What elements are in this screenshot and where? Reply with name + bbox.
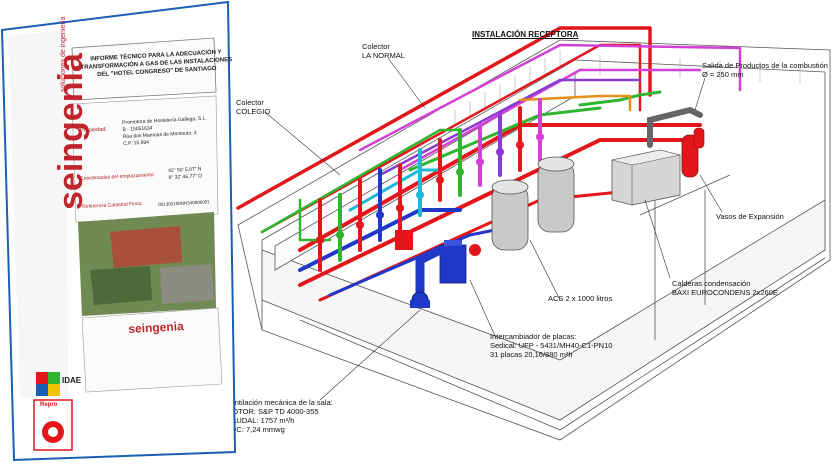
report-cover: seingenia soluciones de ingeniería INFOR…: [0, 0, 240, 464]
label-line: Ø = 250 mm: [702, 70, 744, 79]
repro-text: Repro: [40, 402, 58, 408]
label-line: Ventilación mecánica de la sala:: [226, 398, 333, 407]
cover-page: [0, 0, 237, 462]
pipe-magenta: [358, 43, 742, 152]
photo-roof: [110, 226, 182, 268]
manifold-drops: [318, 98, 542, 272]
label-colector-colegio: Colector COLEGIO: [236, 98, 270, 116]
propiedad-value: Promotora de Hostelería Gallega, S.L. B …: [122, 116, 208, 148]
repro-mark-inner: [48, 427, 58, 437]
label-salida-productos: Salida de Productos de la combustión Ø =…: [702, 61, 828, 79]
label-colector-normal: Colector LA NORMAL: [362, 42, 405, 60]
idae-text: IDAE: [62, 376, 82, 385]
cover-brand-small: seingenia: [128, 319, 185, 336]
valves: [316, 133, 544, 256]
label-intercambiador: Intercambiador de placas: Sedical: UFP -…: [490, 332, 612, 359]
title-box: [71, 37, 217, 101]
label-line: CAUDAL: 1757 m³/h: [226, 416, 295, 425]
flue-pipe: [647, 106, 703, 148]
cover-brand-sub: soluciones de ingeniería: [60, 16, 67, 93]
idae-logo-part: [48, 384, 60, 396]
diagram-title: INSTALACIÓN RECEPTORA: [472, 30, 579, 39]
label-line: Colector: [236, 98, 264, 107]
label-line: 31 placas 20,16/880 m²h: [490, 350, 573, 359]
label-line: COLEGIO: [236, 107, 271, 116]
label-line: Salida de Productos de la combustión: [702, 61, 828, 70]
label-line: MOTOR: S&P TD 4000-355: [226, 407, 319, 416]
plate-heat-exchanger: [439, 240, 467, 284]
label-line: PDC: 7,24 mmwg: [226, 425, 285, 434]
brand-strip: [8, 30, 68, 398]
label-line: Colector: [362, 42, 390, 51]
boilers: [611, 149, 681, 206]
photo-road: [160, 264, 214, 304]
photo-trees: [90, 266, 152, 305]
expansion-vessels: [681, 127, 705, 178]
label-line: Intercambiador de placas:: [490, 332, 577, 341]
label-calderas: Calderas condensación BAXI EUROCONDENS 2…: [672, 279, 778, 297]
pipe-red-main: [236, 26, 652, 210]
coords-value: 42° 50' 5,87" N 8° 32' 46,77" O: [168, 166, 202, 182]
contact-box: [81, 307, 223, 393]
duct-base: [410, 300, 430, 308]
acs-tanks: [491, 156, 575, 251]
label-line: LA NORMAL: [362, 51, 405, 60]
ventilation-duct: [415, 245, 445, 305]
label-line: Sedical: UFP - 5431/MH40-C1-PN10: [490, 341, 613, 350]
label-vasos-expansion: Vasos de Expansión: [716, 212, 784, 221]
leader-lines: [264, 57, 723, 401]
label-line: BAXI EUROCONDENS 2x260E: [672, 288, 778, 297]
label-acs: ACS 2 x 1000 litros: [548, 294, 613, 303]
label-ventilacion: Ventilación mecánica de la sala: MOTOR: …: [226, 398, 333, 434]
idae-logo-part: [48, 372, 60, 384]
label-line: Calderas condensación: [672, 279, 751, 288]
pipe-orange: [518, 94, 632, 112]
idae-logo-part: [36, 384, 48, 396]
info-box: [71, 95, 219, 223]
idae-logo: [36, 372, 48, 384]
